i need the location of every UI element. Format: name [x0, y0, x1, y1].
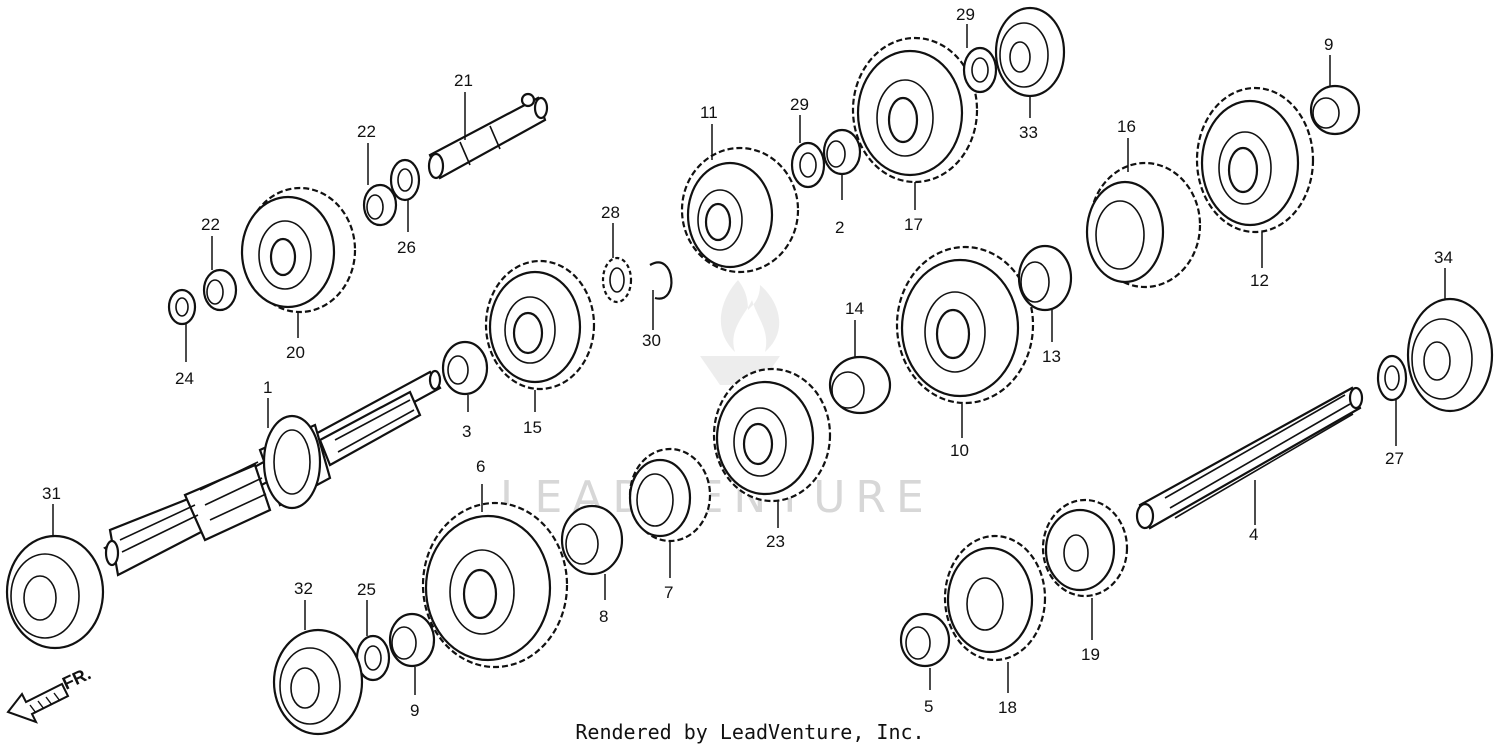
bushing-22-lower[interactable]	[202, 268, 238, 312]
callout-32: 32	[294, 579, 313, 598]
washer-26[interactable]	[389, 158, 421, 202]
callout-24: 24	[175, 369, 194, 388]
counter-shaft[interactable]	[1135, 386, 1364, 530]
callout-3: 3	[462, 422, 471, 441]
needle-bearing-9-top[interactable]	[1309, 84, 1361, 136]
gear-19[interactable]	[1041, 498, 1129, 598]
gear-7[interactable]	[628, 447, 712, 543]
washer-27[interactable]	[1376, 354, 1408, 402]
collar-5[interactable]	[899, 612, 951, 668]
callout-31: 31	[42, 484, 61, 503]
gear-11[interactable]	[680, 146, 800, 274]
gear-18[interactable]	[943, 534, 1047, 662]
callout-29-upper: 29	[956, 5, 975, 24]
callout-17: 17	[904, 215, 923, 234]
main-shaft-gear-teeth	[262, 414, 322, 510]
needle-bearing-8[interactable]	[560, 504, 624, 576]
washer-24[interactable]	[167, 288, 197, 326]
bushing-22-upper[interactable]	[362, 183, 398, 227]
ball-bearing-33[interactable]	[994, 6, 1066, 98]
small-shaft[interactable]	[427, 92, 549, 180]
callout-26: 26	[397, 238, 416, 257]
gear-17[interactable]	[851, 36, 979, 184]
bushing-2[interactable]	[822, 128, 862, 176]
washer-29-upper[interactable]	[962, 46, 998, 94]
callout-22-lower: 22	[201, 215, 220, 234]
callout-12: 12	[1250, 271, 1269, 290]
callout-30: 30	[642, 331, 661, 350]
callout-15: 15	[523, 418, 542, 437]
callout-9-top: 9	[1324, 35, 1333, 54]
callout-18: 18	[998, 698, 1017, 717]
callout-2: 2	[835, 218, 844, 237]
ball-bearing-32[interactable]	[272, 628, 364, 736]
callout-28: 28	[601, 203, 620, 222]
render-credit: Rendered by LeadVenture, Inc.	[575, 720, 925, 744]
front-direction-indicator: FR.	[6, 663, 94, 724]
bushing-14[interactable]	[828, 355, 892, 415]
gear-15[interactable]	[484, 259, 596, 391]
callout-5: 5	[924, 697, 933, 716]
gear-12[interactable]	[1195, 86, 1315, 234]
callout-33: 33	[1019, 123, 1038, 142]
callout-14: 14	[845, 299, 864, 318]
callout-19: 19	[1081, 645, 1100, 664]
callout-25: 25	[357, 580, 376, 599]
circlip-30[interactable]	[649, 261, 673, 300]
needle-bearing-9-bottom[interactable]	[388, 612, 436, 668]
front-arrow-icon	[6, 682, 70, 724]
main-shaft[interactable]	[103, 369, 442, 577]
callout-8: 8	[599, 607, 608, 626]
callout-9-bottom: 9	[410, 701, 419, 720]
collar-3[interactable]	[441, 340, 489, 396]
watermark-text: LEADVENTURE	[500, 472, 934, 523]
callout-22-upper: 22	[357, 122, 376, 141]
callout-21: 21	[454, 71, 473, 90]
callout-4: 4	[1249, 525, 1258, 544]
callout-34: 34	[1434, 248, 1453, 267]
lock-washer-28[interactable]	[601, 256, 633, 304]
bushing-13[interactable]	[1017, 244, 1073, 312]
gear-23[interactable]	[712, 367, 832, 503]
callout-13: 13	[1042, 347, 1061, 366]
callout-27: 27	[1385, 449, 1404, 468]
callout-labels: 1 2 3 4 5 6 7 8 9 9 10 11 12 13 14 15 16…	[42, 5, 1453, 720]
callout-20: 20	[286, 343, 305, 362]
callout-16: 16	[1117, 117, 1136, 136]
gear-10[interactable]	[895, 245, 1035, 405]
leader-lines	[52, 24, 1446, 695]
callout-11: 11	[700, 103, 718, 122]
callout-1: 1	[263, 378, 272, 397]
ball-bearing-31[interactable]	[5, 534, 105, 650]
callout-7: 7	[664, 583, 673, 602]
gear-20[interactable]	[240, 186, 357, 314]
gear-16[interactable]	[1085, 161, 1202, 289]
callout-10: 10	[950, 441, 969, 460]
callout-23: 23	[766, 532, 785, 551]
gear-6[interactable]	[421, 501, 569, 669]
callout-29-lower: 29	[790, 95, 809, 114]
callout-6: 6	[476, 457, 485, 476]
washer-29-lower[interactable]	[790, 141, 826, 189]
ball-bearing-34[interactable]	[1406, 297, 1494, 413]
